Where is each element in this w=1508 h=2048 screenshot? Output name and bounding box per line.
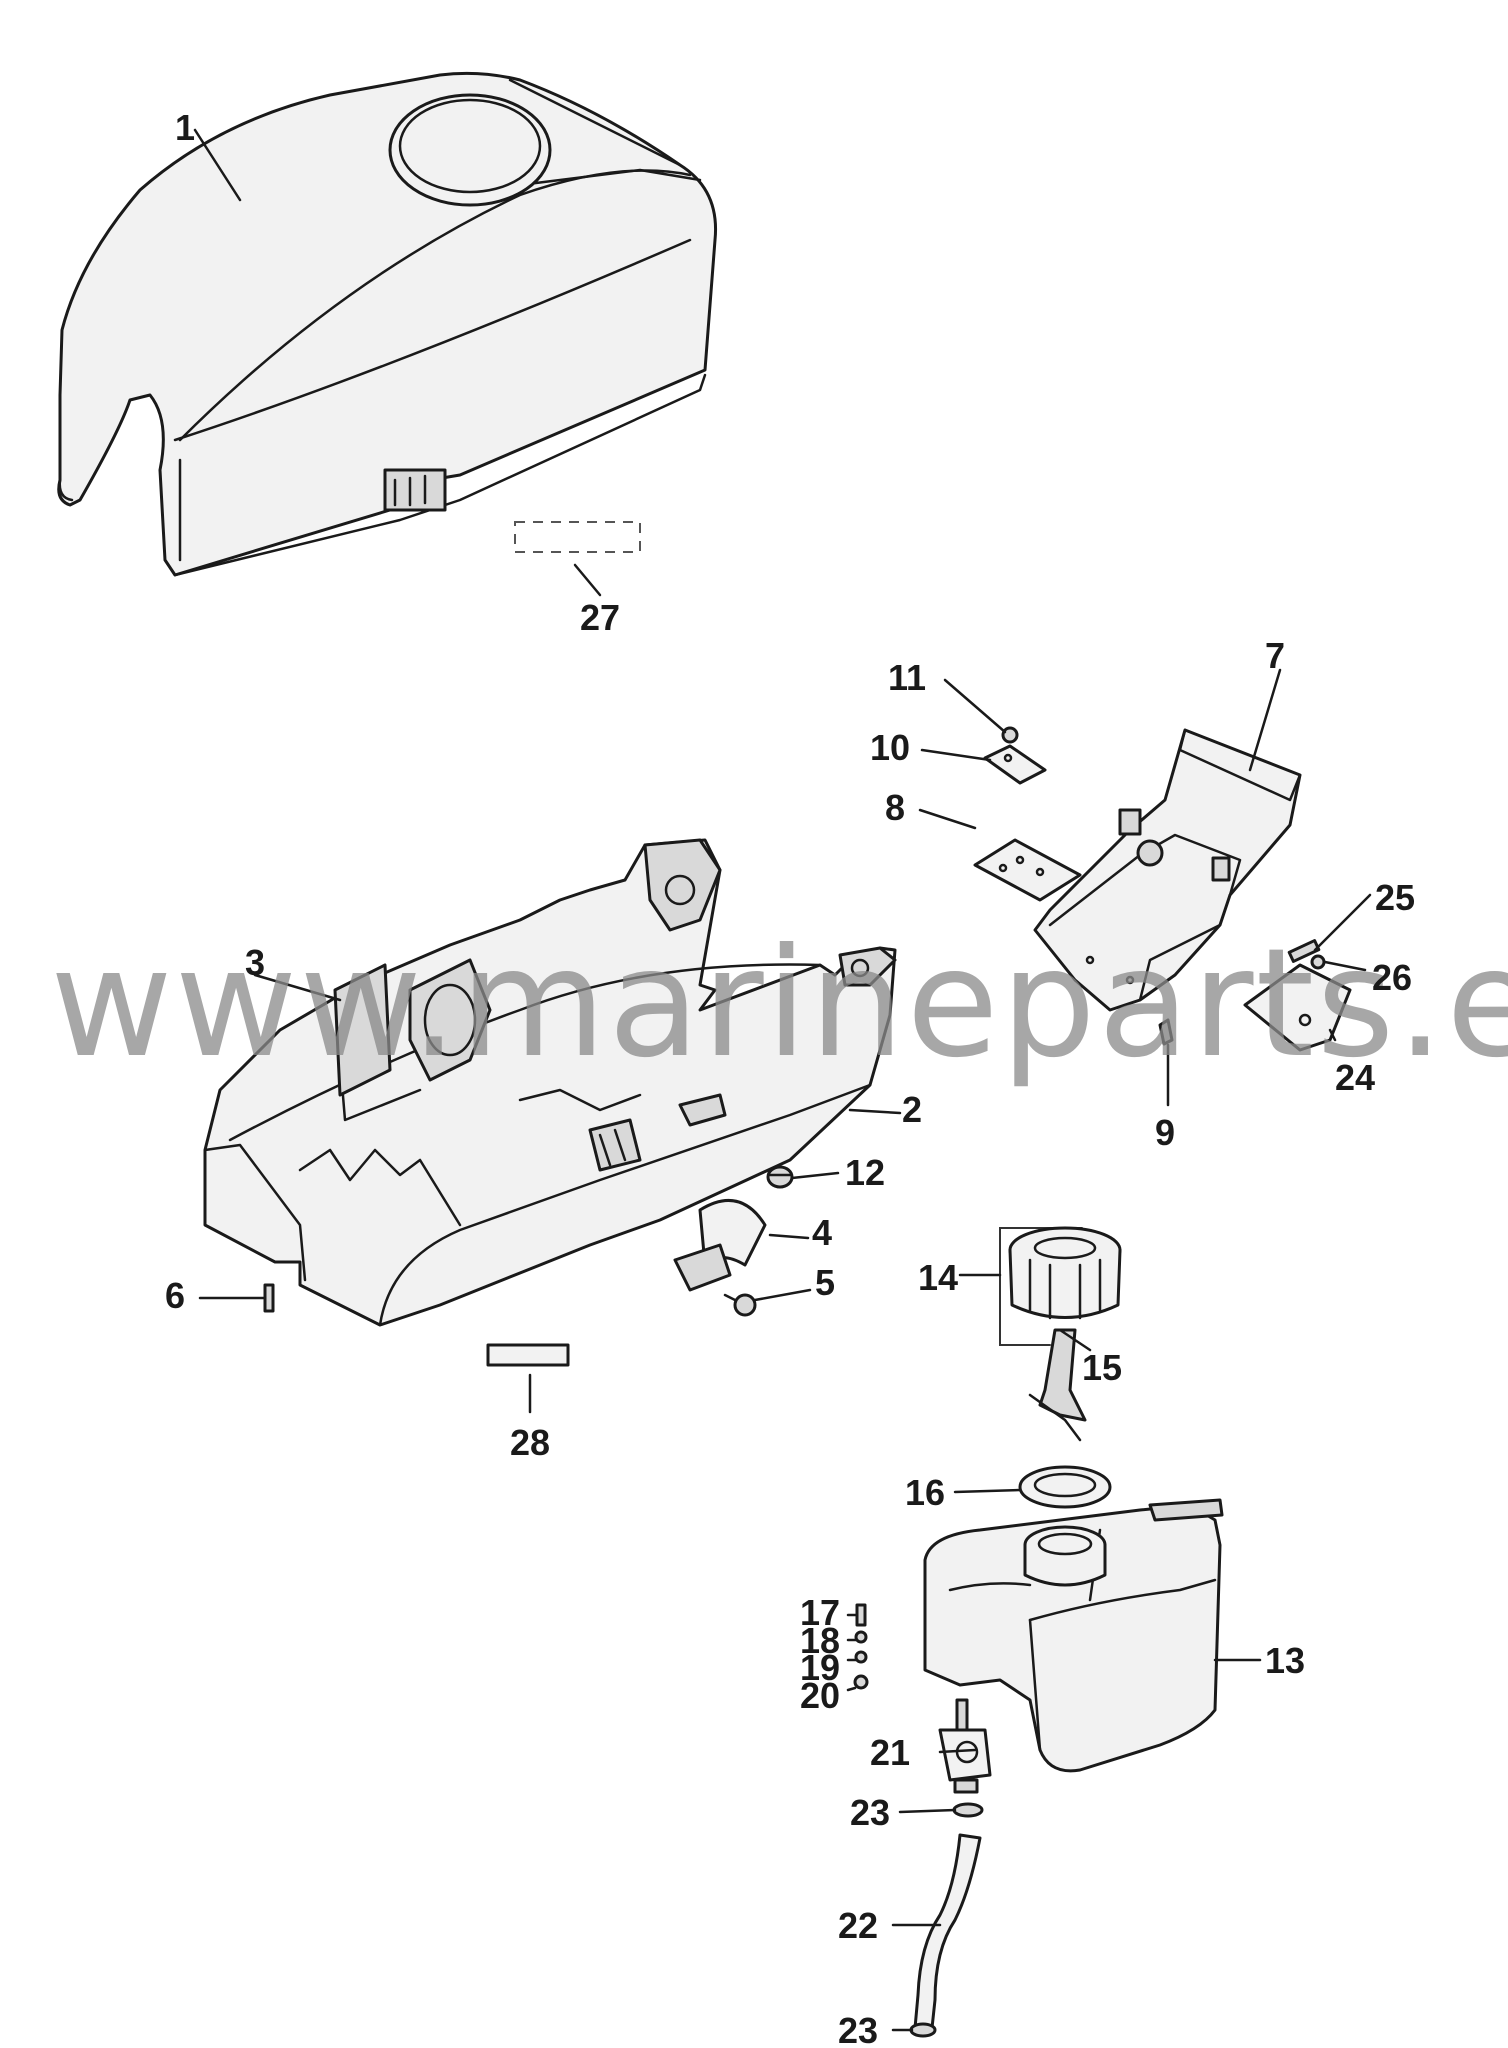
callout-24: 24 xyxy=(1335,1057,1375,1098)
part-13-fuel-tank[interactable] xyxy=(923,1498,1224,1773)
callout-11: 11 xyxy=(888,657,926,698)
part-20-nut[interactable] xyxy=(853,1674,869,1690)
part-8-plate[interactable] xyxy=(973,838,1082,902)
callout-17: 17 xyxy=(800,1592,840,1633)
callout-16: 16 xyxy=(905,1472,945,1513)
part-19-washer[interactable] xyxy=(854,1650,868,1664)
callout-labels: 1 27 2 3 4 5 6 12 28 7 8 9 10 11 25 26 2… xyxy=(165,107,1415,2048)
part-12-grommet[interactable] xyxy=(766,1165,794,1189)
part-7-tray[interactable] xyxy=(1033,728,1302,1012)
callout-21: 21 xyxy=(870,1732,910,1773)
part-25-pin[interactable] xyxy=(1287,939,1321,963)
callout-5: 5 xyxy=(815,1262,835,1303)
callout-18: 18 xyxy=(800,1620,840,1661)
callout-9: 9 xyxy=(1155,1112,1175,1153)
callout-3: 3 xyxy=(245,942,265,983)
part-23-clamp-lower[interactable] xyxy=(909,2022,937,2038)
callout-1: 1 xyxy=(175,107,195,148)
part-11-screw[interactable] xyxy=(1001,726,1019,744)
callout-22: 22 xyxy=(838,1905,878,1946)
callout-23-upper: 23 xyxy=(850,1792,890,1833)
part-22-fuel-hose[interactable] xyxy=(913,1833,982,2030)
part-5-screw[interactable] xyxy=(723,1293,757,1317)
part-18-washer[interactable] xyxy=(854,1630,868,1644)
callout-20: 20 xyxy=(800,1675,840,1716)
callout-4: 4 xyxy=(812,1212,832,1253)
callout-7: 7 xyxy=(1265,635,1285,676)
part-16-gasket[interactable] xyxy=(1018,1465,1112,1509)
callout-13: 13 xyxy=(1265,1640,1305,1681)
part-28-decal[interactable] xyxy=(486,1343,570,1367)
leader-lines xyxy=(193,128,1372,2032)
callout-27: 27 xyxy=(580,597,620,638)
callout-8: 8 xyxy=(885,787,905,828)
callout-19: 19 xyxy=(800,1647,840,1688)
callout-10: 10 xyxy=(870,727,910,768)
part-4-clip[interactable] xyxy=(673,1198,767,1292)
part-24-bracket[interactable] xyxy=(1243,963,1352,1052)
callout-14: 14 xyxy=(918,1257,958,1298)
part-10-washer-plate[interactable] xyxy=(983,744,1047,785)
callout-25: 25 xyxy=(1375,877,1415,918)
part-9-pin[interactable] xyxy=(1158,1018,1174,1046)
part-21-fuel-valve[interactable] xyxy=(938,1698,992,1794)
part-1-top-cowl[interactable] xyxy=(57,71,718,577)
part-15-cap-retainer[interactable] xyxy=(1028,1328,1087,1442)
callout-15: 15 xyxy=(1082,1347,1122,1388)
part-14-fuel-cap[interactable] xyxy=(999,1226,1122,1346)
callout-6: 6 xyxy=(165,1275,185,1316)
callout-28: 28 xyxy=(510,1422,550,1463)
part-3-bracket[interactable] xyxy=(333,963,392,1097)
part-23-clamp-upper[interactable] xyxy=(952,1802,984,1818)
callout-2: 2 xyxy=(902,1089,922,1130)
callout-26: 26 xyxy=(1372,957,1412,998)
watermark-text: www.marineparts.eu xyxy=(50,917,1508,1091)
part-2-bottom-cowl[interactable] xyxy=(203,838,897,1327)
callout-23-lower: 23 xyxy=(838,2010,878,2048)
callout-12: 12 xyxy=(845,1152,885,1193)
